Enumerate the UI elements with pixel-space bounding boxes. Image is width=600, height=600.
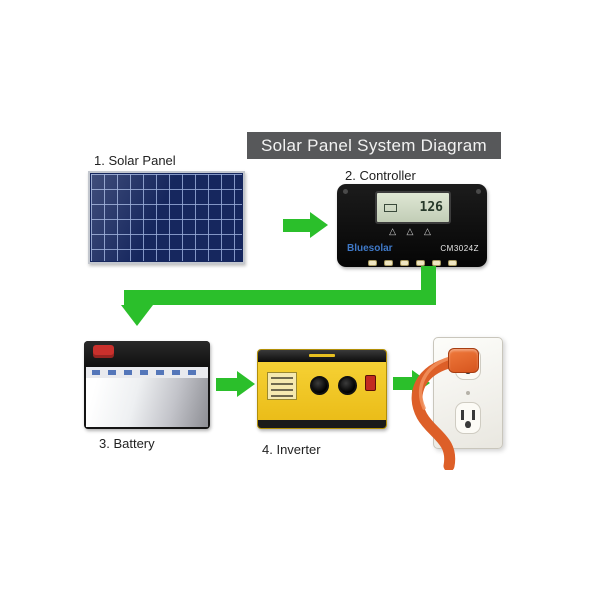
controller-brand-row: Bluesolar CM3024Z (347, 243, 479, 254)
arrow-battery-to-inverter (216, 378, 237, 391)
outlet-socket-bottom (455, 402, 481, 434)
warning-icons: △ △ △ (389, 226, 435, 236)
inverter-label: 4. Inverter (262, 442, 321, 457)
solar-panel-grid (91, 174, 242, 261)
inverter-logo-mark (309, 354, 335, 357)
inverter-image (257, 349, 387, 429)
controller-brand: Bluesolar (347, 243, 393, 254)
controller-image: 126 △ △ △ Bluesolar CM3024Z (337, 184, 487, 267)
outlet-slot (461, 410, 464, 420)
battery-terminal-cap (93, 345, 114, 358)
arrow-controller-to-battery-vertical (421, 266, 436, 292)
battery-body (86, 378, 208, 427)
controller-label: 2. Controller (345, 168, 416, 183)
controller-lcd: 126 (375, 191, 451, 224)
controller-model: CM3024Z (440, 244, 479, 253)
screw-icon (476, 189, 481, 194)
arrow-panel-to-controller (283, 219, 310, 232)
arrow-controller-to-battery-horizontal (124, 290, 436, 305)
power-plug (448, 348, 479, 373)
power-cord (411, 356, 458, 470)
battery-label-strip (86, 367, 208, 378)
diagram-title: Solar Panel System Diagram (247, 132, 501, 159)
inverter-power-switch (365, 375, 376, 391)
screw-icon (466, 391, 470, 395)
battery-label: 3. Battery (99, 436, 155, 451)
controller-terminals (337, 260, 487, 266)
screw-icon (343, 189, 348, 194)
inverter-outlet-icon (310, 376, 329, 395)
battery-label-marks (92, 370, 202, 375)
battery-image (84, 341, 210, 429)
arrow-right-icon (310, 212, 328, 238)
inverter-outlet-icon (338, 376, 357, 395)
inverter-top-band (258, 350, 386, 362)
inverter-bottom-band (258, 420, 386, 428)
inverter-sticker (267, 372, 297, 400)
solar-panel-label: 1. Solar Panel (94, 153, 176, 168)
solar-panel-image (88, 171, 245, 264)
arrow-right-icon (237, 371, 255, 397)
outlet-ground-hole (465, 421, 471, 428)
outlet-slot (472, 410, 475, 420)
arrow-down-icon (121, 305, 153, 326)
battery-glyph-icon (384, 203, 397, 212)
arrow-inverter-to-outlet (393, 377, 412, 390)
lcd-value: 126 (419, 200, 443, 215)
